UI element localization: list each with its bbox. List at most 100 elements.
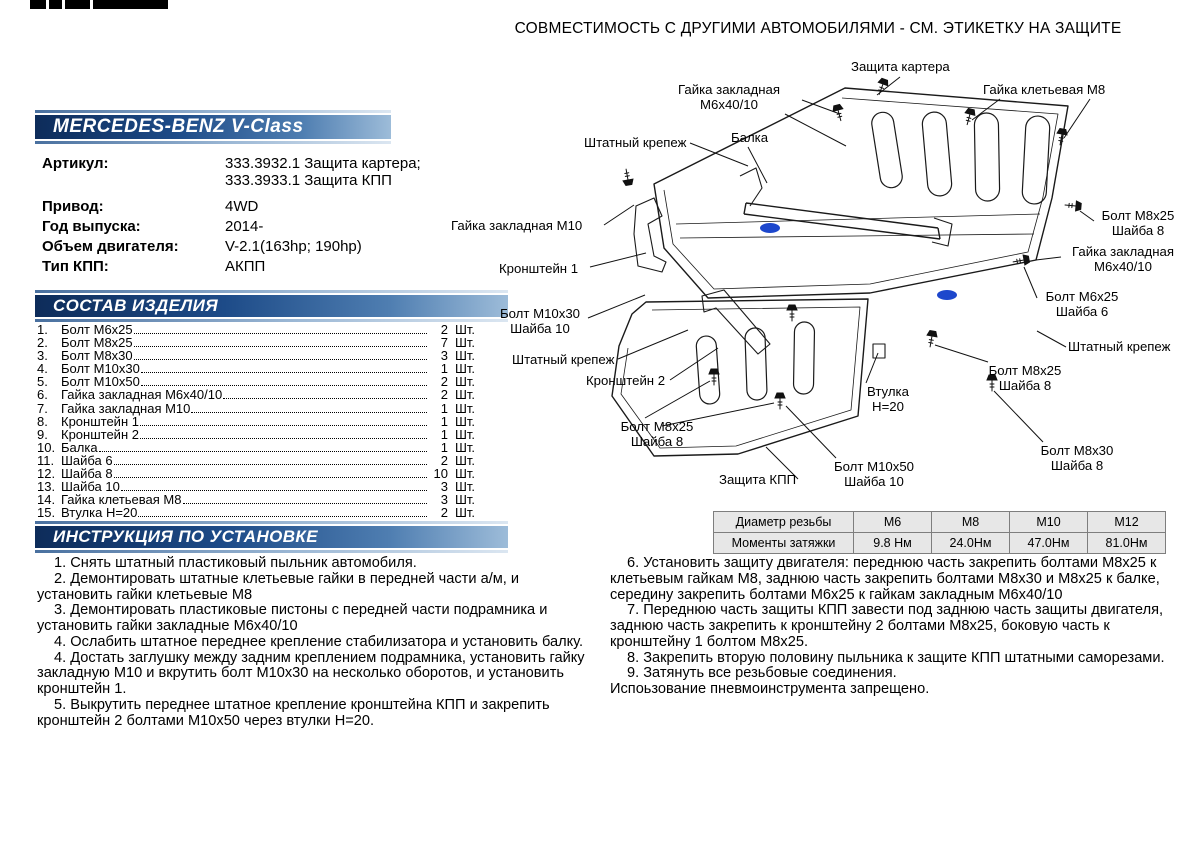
parts-section-banner: СОСТАВ ИЗДЕЛИЯ bbox=[35, 290, 508, 322]
callout-kronshteyn-1: Кронштейн 1 bbox=[499, 261, 579, 276]
part-number: 2. bbox=[37, 335, 48, 351]
banner-stripe bbox=[35, 319, 508, 322]
part-unit: Шт. bbox=[455, 492, 476, 508]
instructions-right-column: 6. Установить защиту двигателя: переднюю… bbox=[610, 555, 1166, 698]
dot-leader bbox=[120, 490, 427, 492]
banner-stripe bbox=[35, 521, 508, 524]
info-value: 4WD bbox=[225, 198, 259, 215]
part-qty: 3 bbox=[440, 492, 448, 508]
callout-shtatny-krepezh-top: Штатный крепеж bbox=[584, 135, 687, 150]
part-unit: Шт. bbox=[455, 361, 476, 377]
part-unit: Шт. bbox=[455, 400, 476, 416]
callout-gayka-zakladnaya-m6-top: Гайка закладная М6х40/10 bbox=[678, 82, 780, 112]
brand-title: MERCEDES-BENZ V-Class bbox=[53, 116, 304, 137]
part-unit: Шт. bbox=[455, 466, 476, 482]
dot-leader bbox=[191, 411, 427, 413]
callout-shtatny-krepezh-right: Штатный крепеж bbox=[1068, 339, 1171, 354]
brand-banner: MERCEDES-BENZ V-Class bbox=[35, 110, 391, 144]
torque-row-moments: Моменты затяжки 9.8 Нм 24.0Нм 47.0Нм 81.… bbox=[713, 532, 1166, 554]
part-unit: Шт. bbox=[455, 479, 476, 495]
callout-zashchita-kartera: Защита картера bbox=[851, 59, 950, 74]
torque-cell: М10 bbox=[1009, 511, 1088, 533]
instruction-step: 5. Выкрутить переднее штатное крепление … bbox=[37, 696, 550, 729]
info-row: Год выпуска: 2014- bbox=[42, 218, 487, 235]
instruction-step: 6. Установить защиту двигателя: переднюю… bbox=[610, 555, 1160, 603]
callout-bolt-m8x25-mid: Болт М8х25 Шайба 8 bbox=[988, 363, 1062, 393]
part-unit: Шт. bbox=[455, 452, 476, 468]
part-number: 4. bbox=[37, 361, 48, 377]
bolt-icons bbox=[622, 77, 1082, 410]
dot-leader bbox=[98, 450, 427, 452]
info-label: Год выпуска: bbox=[42, 218, 141, 235]
callout-gayka-zakladnaya-m6-right: Гайка закладная М6х40/10 bbox=[1072, 244, 1174, 274]
torque-cell: М8 bbox=[931, 511, 1010, 533]
part-qty: 2 bbox=[440, 374, 448, 390]
instruction-step: 8. Закрепить вторую половину пыльника к … bbox=[627, 649, 1165, 666]
part-number: 7. bbox=[37, 400, 48, 416]
info-row: Объем двигателя: V-2.1(163hp; 190hp) bbox=[42, 238, 487, 255]
info-row: Артикул: 333.3932.1 Защита картера; 333.… bbox=[42, 155, 487, 189]
part-name: Болт М6х25 bbox=[61, 322, 133, 337]
torque-cell: 24.0Нм bbox=[931, 532, 1010, 554]
blue-markers bbox=[760, 223, 957, 300]
part-unit: Шт. bbox=[455, 387, 476, 403]
part-number: 3. bbox=[37, 348, 48, 364]
torque-cell: 9.8 Нм bbox=[853, 532, 932, 554]
dot-leader bbox=[133, 333, 427, 334]
info-value: 2014- bbox=[225, 218, 264, 235]
banner-stripe bbox=[35, 550, 508, 553]
technical-diagram-drawing bbox=[587, 76, 1095, 480]
torque-row-label: Моменты затяжки bbox=[713, 532, 854, 554]
info-label: Объем двигателя: bbox=[42, 238, 179, 255]
dot-leader bbox=[140, 385, 427, 387]
dot-leader bbox=[113, 463, 427, 465]
part-qty: 1 bbox=[440, 400, 448, 416]
part-name: Шайба 6 bbox=[61, 452, 113, 468]
compatibility-note: СОВМЕСТИМОСТЬ С ДРУГИМИ АВТОМОБИЛЯМИ - С… bbox=[514, 20, 1122, 37]
banner-stripe bbox=[35, 290, 508, 293]
part-name: Втулка Н=20 bbox=[61, 505, 138, 521]
part-number: 12. bbox=[37, 466, 56, 482]
info-value: АКПП bbox=[225, 258, 266, 275]
skid-plate-outlines bbox=[611, 87, 1069, 457]
part-number: 8. bbox=[37, 413, 48, 429]
callout-bolt-m10x50: Болт М10х50 Шайба 10 bbox=[833, 459, 914, 489]
part-name: Болт М8х25 bbox=[61, 335, 133, 351]
torque-table: Диаметр резьбы М6 М8 М10 М12 Моменты зат… bbox=[713, 511, 1166, 554]
part-name: Шайба 10 bbox=[61, 479, 120, 495]
part-number: 6. bbox=[37, 387, 48, 403]
callout-gayka-zakladnaya-m10: Гайка закладная М10 bbox=[451, 218, 583, 233]
part-qty: 1 bbox=[440, 439, 448, 455]
instruction-step: 4. Ослабить штатное переднее крепление с… bbox=[54, 633, 584, 650]
part-name: Кронштейн 1 bbox=[61, 413, 139, 429]
callout-leader-lines bbox=[587, 76, 1095, 480]
part-qty: 1 bbox=[440, 361, 448, 377]
instruction-step: 9. Затянуть все резьбовые соединения. Ис… bbox=[610, 665, 930, 697]
part-number: 13. bbox=[37, 479, 56, 495]
part-name: Балка bbox=[61, 439, 98, 455]
callout-shtatny-krepezh-left: Штатный крепеж bbox=[512, 352, 615, 367]
part-qty: 2 bbox=[440, 505, 448, 521]
part-unit: Шт. bbox=[455, 426, 476, 442]
instructions-section-banner: ИНСТРУКЦИЯ ПО УСТАНОВКЕ bbox=[35, 521, 508, 553]
part-qty: 3 bbox=[440, 348, 448, 364]
part-name: Гайка клетьевая М8 bbox=[61, 492, 182, 508]
dot-leader bbox=[140, 372, 427, 374]
part-qty: 3 bbox=[440, 479, 448, 495]
instruction-step: 4. Достать заглушку между задним креплен… bbox=[37, 649, 585, 697]
part-unit: Шт. bbox=[455, 348, 476, 364]
dot-leader bbox=[139, 424, 427, 426]
part-qty: 1 bbox=[440, 413, 448, 429]
callout-vtulka: Втулка Н=20 bbox=[867, 384, 909, 414]
instruction-step: 7. Переднюю часть защиты КПП завести под… bbox=[610, 602, 1164, 650]
callout-bolt-m8x25-left: Болт М8х25 Шайба 8 bbox=[620, 419, 694, 449]
banner-stripe bbox=[35, 141, 391, 144]
